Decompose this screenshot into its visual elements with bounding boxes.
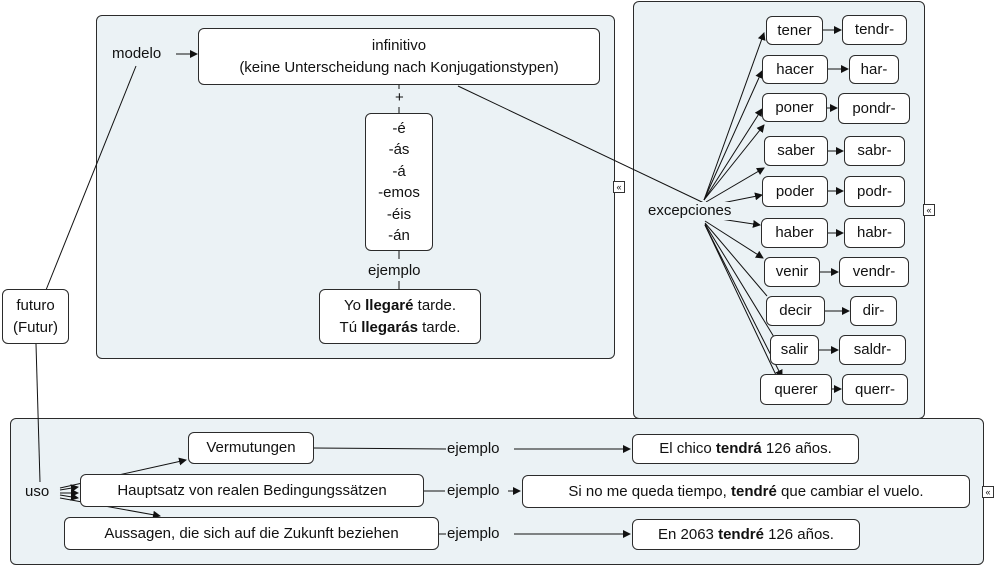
ending-item: -emos [378,184,420,201]
usage-example-text: Si no me queda tiempo, tendré que cambia… [568,482,924,500]
link-exc-poner [703,108,763,201]
usage-ejemplo-label: ejemplo [446,525,501,543]
ejemplo-label: ejemplo [367,262,422,280]
verb-node[interactable]: haber [761,218,828,248]
endings-node[interactable]: -é -ás -á -emos -éis -án [365,113,433,251]
usage-example-text: En 2063 tendré 126 años. [658,525,834,543]
infinitive-line2: (keine Unterscheidung nach Konjugationst… [239,58,559,76]
verb-node[interactable]: poder [762,176,828,207]
verb-node[interactable]: tener [766,16,823,45]
stem-node[interactable]: podr- [844,176,905,207]
verb-node[interactable]: decir [766,296,825,326]
root-node-futuro[interactable]: futuro (Futur) [2,289,69,344]
stem-node[interactable]: querr- [842,374,908,405]
usage-example-text: El chico tendrá 126 años. [659,440,832,457]
link-exc-querer2 [704,224,783,378]
stem-node[interactable]: habr- [844,218,905,248]
ending-item: -éis [386,205,412,223]
plus-label: + [394,89,405,107]
verb-node[interactable]: venir [764,257,820,287]
ending-item: -é [392,119,406,137]
stem-node[interactable]: pondr- [838,93,910,124]
ending-item: -á [392,162,406,180]
verb-node[interactable]: salir [770,335,819,365]
verb-node[interactable]: hacer [762,55,828,84]
link-futuro-uso [35,343,41,483]
stem-node[interactable]: tendr- [842,15,907,45]
example-line1: Yo llegaré tarde. [343,297,457,314]
link-exc-venir [704,220,764,259]
verb-node[interactable]: querer [760,374,832,405]
excepciones-label: excepciones [647,202,733,220]
formation-example-node[interactable]: Yo llegaré tarde. Tú llegarás tarde. [319,289,481,344]
uso-label: uso [24,483,51,501]
verb-node[interactable]: poner [762,93,827,122]
link-exc-salir [704,223,775,338]
stem-node[interactable]: sabr- [844,136,905,166]
root-line2: (Futur) [13,318,58,336]
usage-item-node[interactable]: Vermutungen [188,432,314,464]
stem-node[interactable]: saldr- [839,335,906,365]
link-exc-hacer [703,70,763,201]
link-exc-poner2 [703,124,765,201]
link-exc-saber [705,167,765,203]
ending-item: -án [388,227,410,244]
stem-node[interactable]: har- [849,55,899,84]
usage-item-node[interactable]: Hauptsatz von realen Bedingungssätzen [80,474,424,507]
ending-item: -ás [388,141,410,158]
verb-node[interactable]: saber [764,136,828,166]
collapse-exceptions-icon[interactable]: « [923,204,935,216]
usage-ejemplo-label: ejemplo [446,440,501,458]
usage-ejemplo-label: ejemplo [446,482,501,500]
link-exc-querer [704,224,777,376]
example-line2: Tú llegarás tarde. [339,318,461,336]
link-infinitivo-excepciones [457,85,705,204]
usage-item-node[interactable]: Aussagen, die sich auf die Zukunft bezie… [64,517,439,550]
root-line1: futuro [16,297,55,314]
link-exc-decir [704,222,768,297]
stem-node[interactable]: dir- [850,296,897,326]
infinitive-line1: infinitivo [371,37,427,54]
modelo-label: modelo [111,45,163,63]
stem-node[interactable]: vendr- [839,257,909,287]
usage-example-node[interactable]: En 2063 tendré 126 años. [632,519,860,550]
usage-example-node[interactable]: El chico tendrá 126 años. [632,434,859,464]
link-exc-tener [703,32,766,201]
collapse-formation-icon[interactable]: « [613,181,625,193]
link-futuro-modelo [45,65,137,291]
infinitive-node[interactable]: infinitivo (keine Unterscheidung nach Ko… [198,28,600,85]
usage-example-node[interactable]: Si no me queda tiempo, tendré que cambia… [522,475,970,508]
collapse-usage-icon[interactable]: « [982,486,994,498]
